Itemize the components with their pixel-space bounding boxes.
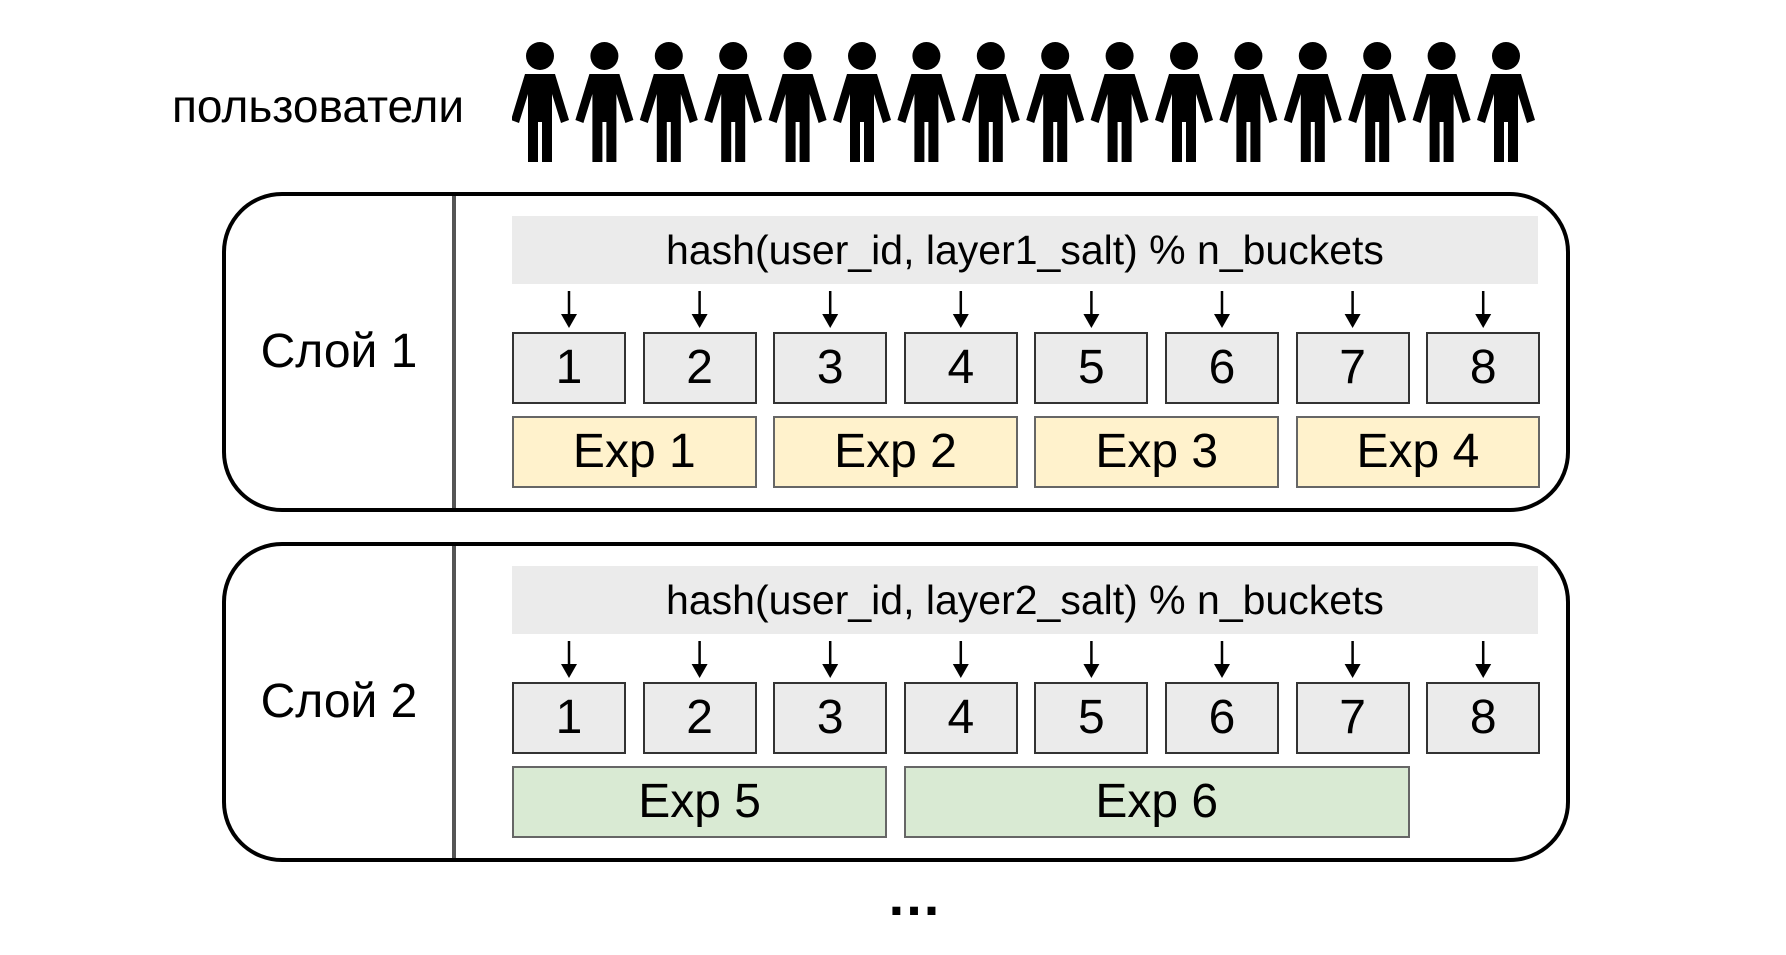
bucket-4: 4 xyxy=(903,682,1018,754)
arrow-down-icon xyxy=(1214,314,1230,328)
experiment-exp-1: Exp 1 xyxy=(512,416,757,488)
bucket-7: 7 xyxy=(1295,682,1410,754)
person-icon xyxy=(961,42,1020,162)
bucket-6: 6 xyxy=(1165,332,1279,404)
arrow-down-icon xyxy=(822,314,839,328)
bucket-8: 8 xyxy=(1426,682,1541,754)
person-icon xyxy=(575,42,634,162)
arrow-down-icon xyxy=(1344,314,1361,328)
layer-divider xyxy=(452,546,456,858)
layer-divider xyxy=(452,196,456,508)
arrow-down-icon xyxy=(1083,664,1100,678)
person-icon xyxy=(704,42,763,162)
person-icon xyxy=(768,42,827,162)
arrow-down-icon xyxy=(561,314,577,328)
experiment-exp-4: Exp 4 xyxy=(1295,416,1541,488)
experiment-exp-2: Exp 2 xyxy=(773,416,1018,488)
bucket-4: 4 xyxy=(903,332,1018,404)
arrow-down-icon xyxy=(561,664,577,678)
bucket-7: 7 xyxy=(1295,332,1410,404)
layer-name: Слой 1 xyxy=(260,325,418,378)
person-icon xyxy=(1412,42,1471,162)
arrow-down-icon xyxy=(1475,314,1492,328)
person-icon xyxy=(1348,42,1407,162)
experiment-exp-3: Exp 3 xyxy=(1034,416,1279,488)
person-icon xyxy=(1283,42,1342,162)
hash-function-bar: hash(user_id, layer1_salt) % n_buckets xyxy=(512,216,1538,284)
person-icon xyxy=(512,42,569,162)
hash-function-bar: hash(user_id, layer2_salt) % n_buckets xyxy=(512,566,1538,634)
layer-name: Слой 2 xyxy=(260,675,418,728)
more-layers-ellipsis: ... xyxy=(888,864,942,927)
arrow-down-icon xyxy=(952,664,969,678)
bucket-6: 6 xyxy=(1165,682,1279,754)
bucket-2: 2 xyxy=(642,332,757,404)
arrow-down-icon xyxy=(952,314,969,328)
arrow-down-icon xyxy=(822,664,839,678)
bucket-8: 8 xyxy=(1426,332,1541,404)
person-icon xyxy=(1219,42,1278,162)
bucket-3: 3 xyxy=(773,682,888,754)
person-icon xyxy=(1477,42,1535,162)
users-icon-group xyxy=(512,42,1535,162)
person-icon xyxy=(897,42,956,162)
bucket-5: 5 xyxy=(1034,682,1149,754)
users-label: пользователи xyxy=(172,80,465,132)
experiment-exp-5: Exp 5 xyxy=(512,766,888,838)
arrow-down-icon xyxy=(691,314,708,328)
person-icon xyxy=(1026,42,1085,162)
arrow-down-icon xyxy=(1344,664,1361,678)
layer-1-panel: Слой 1 hash(user_id, layer1_salt) % n_bu… xyxy=(222,192,1570,512)
person-icon xyxy=(639,42,698,162)
layer-2-panel: Слой 2 hash(user_id, layer2_salt) % n_bu… xyxy=(222,542,1570,862)
bucket-5: 5 xyxy=(1034,332,1149,404)
bucket-3: 3 xyxy=(773,332,888,404)
arrow-down-icon xyxy=(691,664,708,678)
bucket-2: 2 xyxy=(642,682,757,754)
arrow-down-icon xyxy=(1214,664,1230,678)
bucket-1: 1 xyxy=(512,682,626,754)
person-icon xyxy=(833,42,891,162)
arrow-down-icon xyxy=(1475,664,1492,678)
bucket-1: 1 xyxy=(512,332,626,404)
arrow-down-icon xyxy=(1083,314,1100,328)
person-icon xyxy=(1155,42,1213,162)
experiment-exp-6: Exp 6 xyxy=(903,766,1410,838)
person-icon xyxy=(1090,42,1149,162)
